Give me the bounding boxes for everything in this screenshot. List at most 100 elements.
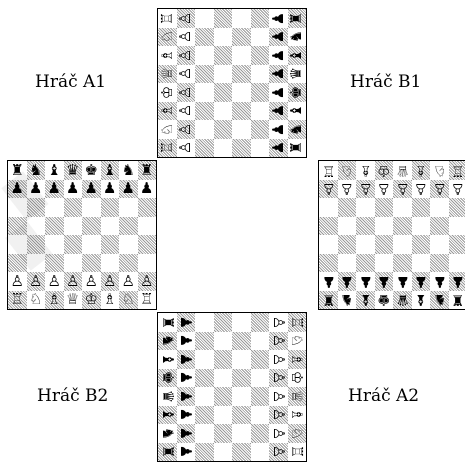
white-bishop-icon: ♗ xyxy=(289,408,304,421)
white-king-icon: ♔ xyxy=(289,371,304,384)
board-square xyxy=(232,313,251,332)
black-knight-icon: ♞ xyxy=(122,163,135,178)
board-square: ♘ xyxy=(158,120,177,139)
board-square xyxy=(8,254,27,273)
board-square xyxy=(251,83,270,102)
board-square: ♜ xyxy=(138,161,157,180)
black-knight-icon: ♞ xyxy=(340,292,353,307)
board-square xyxy=(393,254,412,273)
board-square xyxy=(214,387,233,406)
board-square xyxy=(430,254,449,273)
white-knight-icon: ♘ xyxy=(29,292,42,307)
board-square: ♟ xyxy=(269,46,288,65)
board-square: ♟ xyxy=(412,272,431,291)
board-square xyxy=(64,254,83,273)
black-knight-icon: ♞ xyxy=(29,163,42,178)
black-queen-icon: ♛ xyxy=(160,390,175,403)
board-square xyxy=(232,406,251,425)
board-square xyxy=(82,198,101,217)
white-rook-icon: ♖ xyxy=(451,163,464,178)
board-square: ♞ xyxy=(338,291,357,310)
board-square: ♙ xyxy=(269,424,288,443)
board-square xyxy=(195,369,214,388)
board-square xyxy=(195,28,214,47)
board-square: ♜ xyxy=(449,291,465,310)
board-square: ♔ xyxy=(288,369,307,388)
board-square xyxy=(82,217,101,236)
board-square: ♙ xyxy=(269,350,288,369)
board-square: ♝ xyxy=(356,291,375,310)
board-square: ♝ xyxy=(158,406,177,425)
black-pawn-icon: ♟ xyxy=(271,12,286,25)
board-square: ♛ xyxy=(288,65,307,84)
board-square: ♟ xyxy=(82,180,101,199)
black-queen-icon: ♛ xyxy=(396,292,409,307)
board-square: ♙ xyxy=(177,102,196,121)
board-square xyxy=(138,235,157,254)
board-square xyxy=(45,254,64,273)
board-square: ♘ xyxy=(288,424,307,443)
board-square: ♟ xyxy=(8,180,27,199)
board-square: ♕ xyxy=(64,291,83,310)
white-rook-icon: ♖ xyxy=(160,141,175,154)
board-square: ♞ xyxy=(158,424,177,443)
white-bishop-icon: ♗ xyxy=(103,292,116,307)
black-pawn-icon: ♟ xyxy=(271,104,286,117)
board-square: ♖ xyxy=(319,161,338,180)
board-square xyxy=(232,424,251,443)
board-square xyxy=(430,217,449,236)
board-square xyxy=(251,424,270,443)
board-square xyxy=(319,217,338,236)
board-square xyxy=(45,217,64,236)
black-knight-icon: ♞ xyxy=(433,292,446,307)
black-knight-icon: ♞ xyxy=(289,30,304,43)
board-square: ♙ xyxy=(356,180,375,199)
black-pawn-icon: ♟ xyxy=(178,408,193,421)
board-square: ♗ xyxy=(288,406,307,425)
board-square xyxy=(195,443,214,462)
board-square xyxy=(119,198,138,217)
board-square xyxy=(319,235,338,254)
board-square: ♟ xyxy=(269,9,288,28)
board-square xyxy=(338,198,357,217)
board-square xyxy=(393,198,412,217)
board-square xyxy=(375,217,394,236)
board-square: ♙ xyxy=(177,139,196,158)
white-bishop-icon: ♗ xyxy=(160,104,175,117)
board-square: ♙ xyxy=(375,180,394,199)
black-pawn-icon: ♟ xyxy=(377,274,390,289)
board-square: ♙ xyxy=(269,369,288,388)
board-square: ♗ xyxy=(101,291,120,310)
white-pawn-icon: ♙ xyxy=(271,408,286,421)
black-bishop-icon: ♝ xyxy=(103,163,116,178)
board-square xyxy=(214,46,233,65)
player-label-b1: Hráč B1 xyxy=(350,72,421,92)
board-square xyxy=(430,235,449,254)
board-square xyxy=(412,217,431,236)
board-square: ♝ xyxy=(45,161,64,180)
board-square xyxy=(430,198,449,217)
player-label-a2: Hráč A2 xyxy=(348,386,419,406)
board-square: ♙ xyxy=(27,272,46,291)
white-bishop-icon: ♗ xyxy=(414,163,427,178)
board-square: ♙ xyxy=(319,180,338,199)
board-square xyxy=(101,235,120,254)
board-square xyxy=(338,217,357,236)
black-pawn-icon: ♟ xyxy=(29,181,42,196)
board-square: ♖ xyxy=(158,9,177,28)
black-pawn-icon: ♟ xyxy=(359,274,372,289)
black-pawn-icon: ♟ xyxy=(103,181,116,196)
board-square xyxy=(449,217,465,236)
board-square: ♞ xyxy=(288,120,307,139)
board-square xyxy=(214,332,233,351)
board-square xyxy=(449,254,465,273)
board-square: ♜ xyxy=(158,443,177,462)
board-square xyxy=(214,424,233,443)
board-square: ♔ xyxy=(82,291,101,310)
board-square xyxy=(232,83,251,102)
black-pawn-icon: ♟ xyxy=(271,123,286,136)
white-pawn-icon: ♙ xyxy=(122,274,135,289)
white-pawn-icon: ♙ xyxy=(414,181,427,196)
board-square: ♟ xyxy=(177,350,196,369)
